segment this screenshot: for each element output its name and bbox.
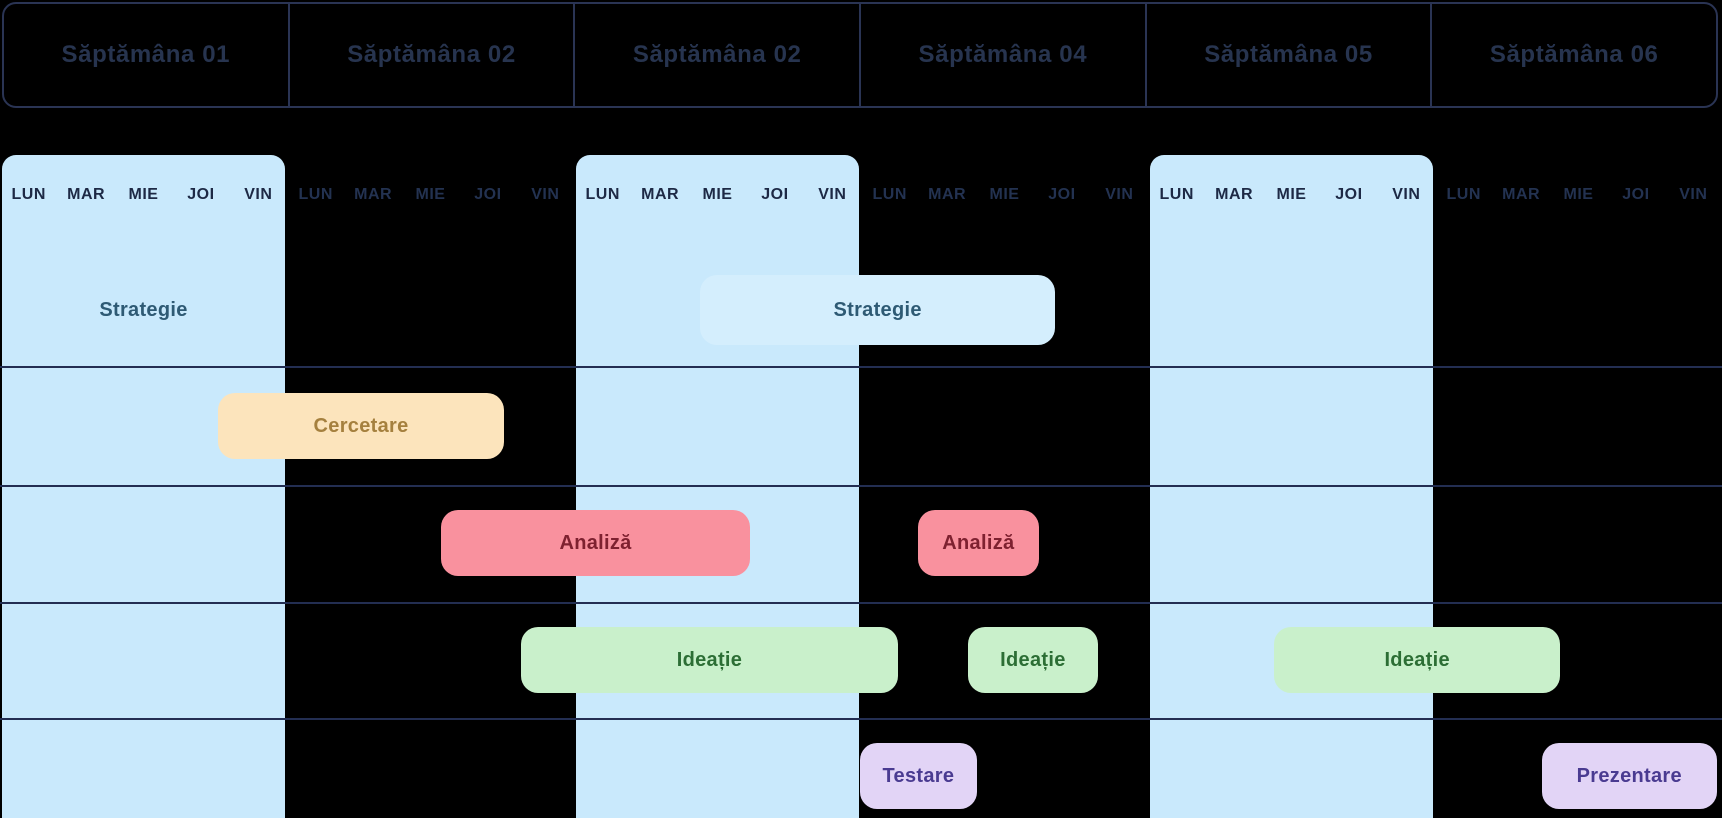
day-label-joi-week-5: JOI [1335, 186, 1363, 203]
day-label-mar-week-2: MAR [354, 186, 393, 203]
task-bar-label: Strategie [833, 298, 922, 321]
day-label-lun-week-2: LUN [298, 186, 333, 203]
task-bar-label: Cercetare [313, 414, 409, 437]
row-divider-4 [0, 718, 1722, 720]
task-bar-ideaie[interactable]: Ideație [521, 627, 898, 693]
day-label-mie-week-4: MIE [989, 186, 1020, 203]
task-bar-analiz[interactable]: Analiză [440, 510, 751, 576]
day-label-mar-week-5: MAR [1215, 186, 1254, 203]
task-bar-analiz[interactable]: Analiză [917, 510, 1039, 576]
row-divider-2 [0, 485, 1722, 487]
task-bar-ideaie[interactable]: Ideație [1274, 627, 1561, 693]
day-label-vin-week-1: VIN [244, 186, 273, 203]
day-label-vin-week-6: VIN [1679, 186, 1708, 203]
week-header-cell-5: Săptămâna 05 [1144, 4, 1431, 106]
day-label-vin-week-4: VIN [1105, 186, 1134, 203]
task-bar-label: Ideație [676, 648, 743, 671]
day-label-joi-week-2: JOI [474, 186, 502, 203]
day-label-mie-week-5: MIE [1276, 186, 1307, 203]
day-label-vin-week-2: VIN [531, 186, 560, 203]
week-header-row: Săptămâna 01 Săptămâna 02 Săptămâna 02 Săpt… [2, 2, 1718, 108]
week-header-cell-1: Săptămâna 01 [4, 4, 288, 106]
week-header-cell-6: Săptămâna 06 [1430, 4, 1716, 106]
day-label-joi-week-3: JOI [761, 186, 789, 203]
day-label-mie-week-6: MIE [1563, 186, 1594, 203]
task-bar-label: Testare [882, 764, 955, 787]
week-header-cell-3: Săptămâna 02 [573, 4, 859, 106]
task-bar-label: Analiză [942, 531, 1015, 554]
task-bar-strategie[interactable]: Strategie [700, 275, 1055, 345]
week-header-cell-4: Săptămâna 04 [859, 4, 1145, 106]
task-bar-cercetare[interactable]: Cercetare [218, 393, 504, 459]
week-header-cell-2: Săptămâna 02 [287, 4, 574, 106]
day-label-mar-week-3: MAR [641, 186, 680, 203]
day-label-mie-week-1: MIE [128, 186, 159, 203]
day-label-mie-week-3: MIE [702, 186, 733, 203]
day-label-mar-week-4: MAR [928, 186, 967, 203]
task-bar-label: Strategie [99, 298, 188, 321]
week-header-label: Săptămâna 01 [61, 41, 231, 68]
task-bar-prezentare[interactable]: Prezentare [1541, 743, 1717, 809]
task-bar-label: Ideație [1000, 648, 1066, 671]
day-label-vin-week-5: VIN [1392, 186, 1421, 203]
day-label-lun-week-3: LUN [585, 186, 620, 203]
day-label-lun-week-6: LUN [1446, 186, 1481, 203]
task-bar-ideaie[interactable]: Ideație [967, 627, 1099, 693]
task-bar-label: Prezentare [1576, 764, 1682, 787]
week-header-label: Săptămâna 02 [632, 41, 802, 68]
task-bar-testare[interactable]: Testare [859, 743, 977, 809]
day-label-mie-week-2: MIE [415, 186, 446, 203]
week-header-label: Săptămâna 02 [347, 41, 516, 68]
week-header-label: Săptămâna 04 [918, 41, 1088, 68]
row-divider-1 [0, 366, 1722, 368]
day-label-lun-week-4: LUN [872, 186, 907, 203]
row-divider-3 [0, 602, 1722, 604]
day-label-mar-week-6: MAR [1502, 186, 1541, 203]
day-label-lun-week-5: LUN [1159, 186, 1194, 203]
day-label-mar-week-1: MAR [67, 186, 106, 203]
day-label-vin-week-3: VIN [818, 186, 847, 203]
task-bar-label: Analiză [559, 531, 632, 554]
task-bar-label: Ideație [1384, 648, 1450, 671]
day-label-lun-week-1: LUN [11, 186, 46, 203]
day-label-joi-week-4: JOI [1048, 186, 1076, 203]
week-header-label: Săptămâna 05 [1204, 41, 1373, 68]
day-label-joi-week-1: JOI [187, 186, 215, 203]
task-bar-strategie[interactable]: Strategie [1, 275, 286, 345]
week-header-label: Săptămâna 06 [1489, 41, 1659, 68]
day-label-joi-week-6: JOI [1622, 186, 1650, 203]
